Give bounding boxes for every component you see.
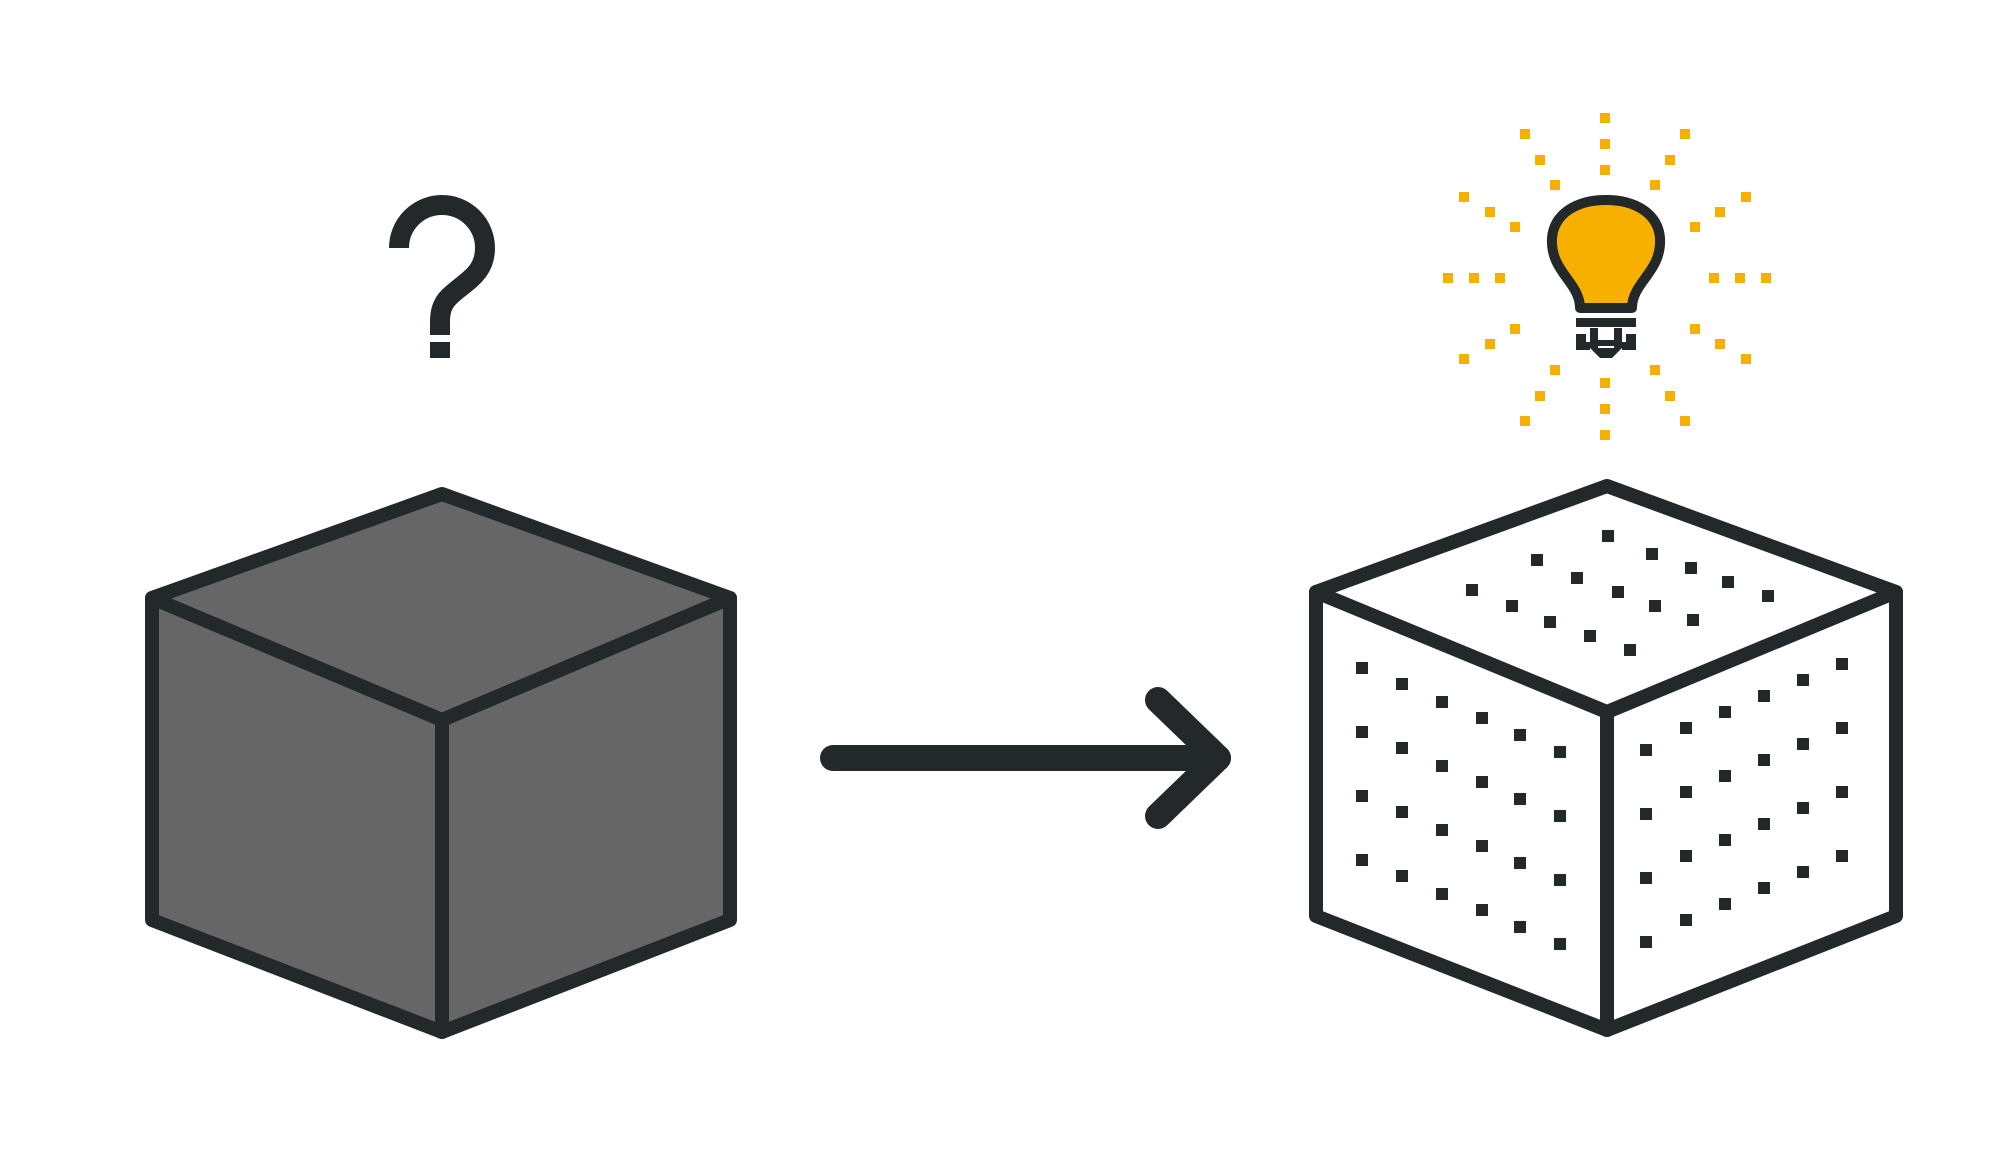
cube-right-dots bbox=[1640, 658, 1848, 948]
cube-top-dots bbox=[1466, 530, 1774, 656]
cube-left-dots bbox=[1356, 662, 1566, 950]
question-mark-icon bbox=[389, 195, 496, 358]
opaque-cube-left-face bbox=[152, 598, 442, 1032]
opaque-cube-edges bbox=[145, 487, 737, 1039]
transparent-cube-icon bbox=[1309, 479, 1903, 1037]
arrow-right-icon bbox=[820, 687, 1231, 829]
lightbulb-glass bbox=[1546, 195, 1666, 313]
lightbulb-base bbox=[1576, 318, 1636, 358]
light-rays bbox=[1443, 113, 1771, 440]
transparent-cube-edges bbox=[1309, 479, 1903, 1037]
opaque-cube-right-face bbox=[442, 598, 730, 1032]
lightbulb-icon bbox=[1546, 195, 1666, 358]
opaque-cube-icon bbox=[145, 487, 737, 1039]
